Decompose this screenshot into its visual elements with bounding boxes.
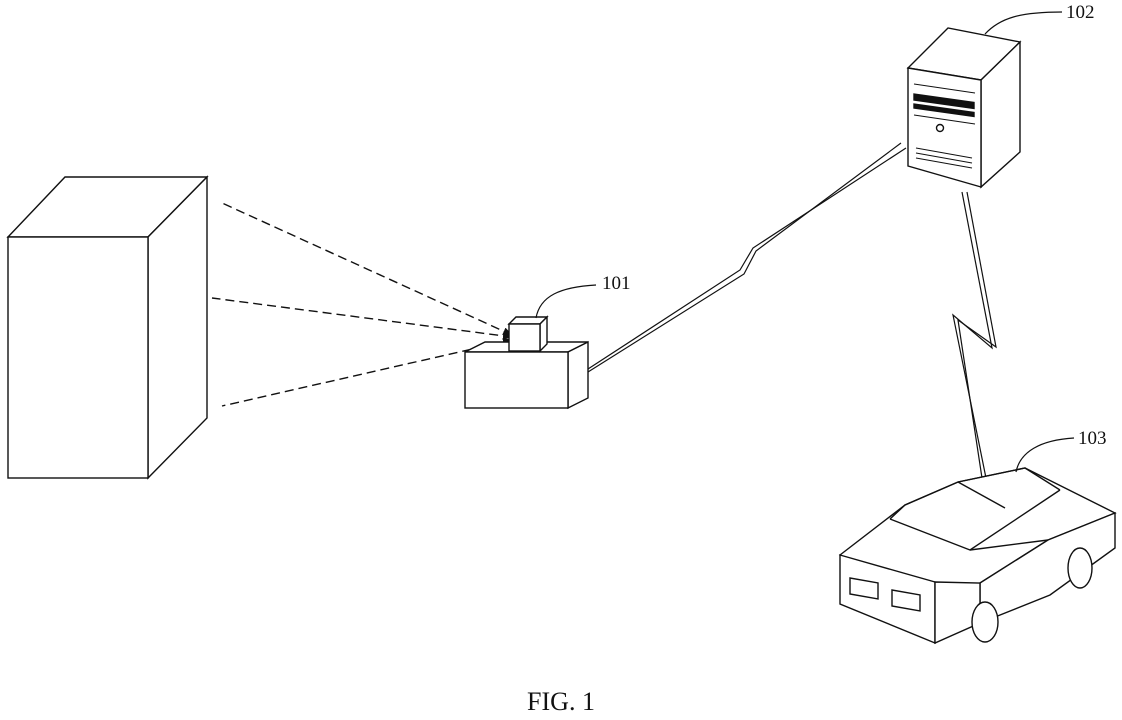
leader-102 bbox=[985, 12, 1062, 34]
ray-middle bbox=[212, 298, 512, 337]
building-block bbox=[8, 177, 207, 478]
wireless-link-device-server bbox=[588, 143, 906, 372]
label-102: 102 bbox=[1066, 2, 1095, 23]
wireless-link-server-vehicle bbox=[953, 192, 996, 478]
leader-101 bbox=[536, 285, 596, 318]
device-101 bbox=[465, 317, 588, 408]
leader-103 bbox=[1016, 438, 1074, 472]
figure-caption: FIG. 1 bbox=[0, 688, 1122, 716]
label-103: 103 bbox=[1078, 428, 1107, 449]
ray-upper bbox=[222, 203, 512, 335]
vehicle-103 bbox=[840, 468, 1115, 643]
label-101: 101 bbox=[602, 273, 631, 294]
server-102 bbox=[908, 28, 1020, 187]
